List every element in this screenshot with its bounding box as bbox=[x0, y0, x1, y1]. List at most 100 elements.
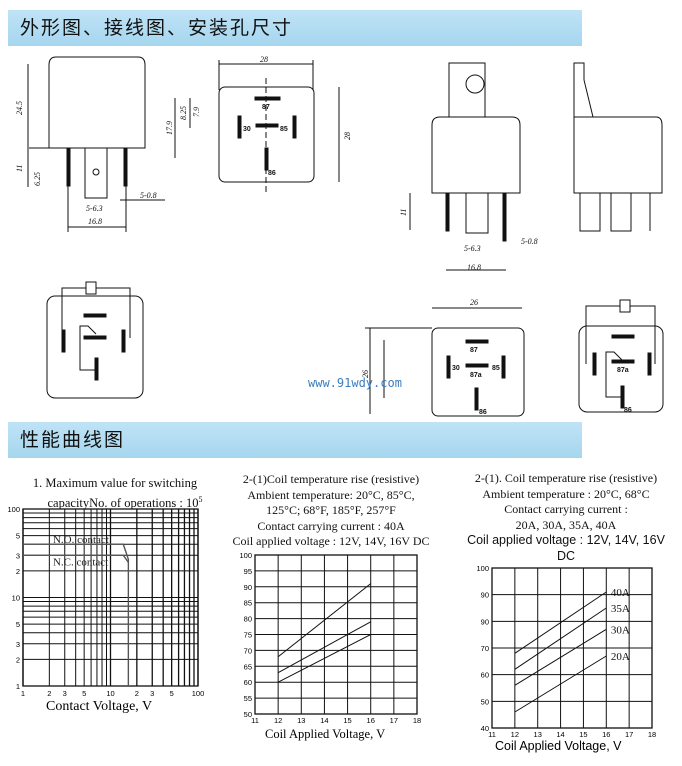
dimension-drawings: 24.5 11 6.25 5-6.3 5-0.8 16.8 28 28 17.9… bbox=[15, 55, 664, 417]
x-tick-label: 11 bbox=[251, 716, 259, 725]
pin-87a-bottom: 87a bbox=[470, 372, 482, 379]
x-tick-label: 3 bbox=[63, 689, 67, 698]
y-tick-label: 65 bbox=[244, 662, 252, 671]
y-tick-label: 90 bbox=[481, 617, 489, 626]
y-tick-label: 3 bbox=[16, 551, 20, 560]
dim-height: 24.5 bbox=[15, 101, 24, 115]
relay-pin-view bbox=[174, 60, 340, 192]
x-tick-label: 14 bbox=[556, 730, 564, 739]
chart-title-line: 125°C; 68°F, 185°F, 257°F bbox=[266, 503, 396, 517]
series-line bbox=[514, 628, 607, 686]
x-tick-label: 15 bbox=[343, 716, 351, 725]
chart3-title: 2-(1). Coil temperature rise (resistive)… bbox=[450, 471, 682, 564]
y-tick-label: 2 bbox=[16, 655, 20, 664]
y-tick-label: 10 bbox=[12, 594, 20, 603]
series-line bbox=[277, 634, 371, 683]
wiring-diagram-right bbox=[578, 299, 664, 413]
dim-v3: 7.9 bbox=[192, 107, 201, 117]
pin-87-bottom: 87 bbox=[470, 347, 478, 354]
series-line bbox=[23, 543, 130, 686]
pin-30-bottom: 30 bbox=[452, 365, 460, 372]
y-tick-label: 55 bbox=[244, 694, 252, 703]
y-tick-label: 90 bbox=[481, 591, 489, 600]
relay-bottom-view bbox=[365, 307, 525, 417]
plot-frame bbox=[22, 508, 199, 687]
y-tick-label: 60 bbox=[244, 678, 252, 687]
y-tick-label: 100 bbox=[7, 505, 20, 514]
chart-title-line: Ambient temperature : 20°C, 68°C bbox=[482, 486, 650, 501]
chart1-subtitle: capacityNo. of operations : 10 bbox=[47, 495, 199, 510]
series-line bbox=[514, 591, 607, 654]
dim-bottom-width: 26 bbox=[470, 298, 478, 307]
y-tick-label: 3 bbox=[16, 640, 20, 649]
dim-mount-pin-span: 16.8 bbox=[467, 263, 481, 272]
x-tick-label: 2 bbox=[135, 689, 139, 698]
x-tick-label: 17 bbox=[625, 730, 633, 739]
dim-pin-length: 11 bbox=[15, 165, 24, 172]
chart1-subtitle-sup: 5 bbox=[198, 494, 203, 504]
x-tick-label: 13 bbox=[534, 730, 542, 739]
pin-85-bottom: 85 bbox=[492, 365, 500, 372]
series-label: N.O. contact bbox=[53, 534, 109, 546]
x-tick-label: 2 bbox=[47, 689, 51, 698]
x-tick-label: 12 bbox=[511, 730, 519, 739]
y-tick-label: 5 bbox=[16, 532, 20, 541]
series-line bbox=[514, 607, 607, 670]
y-tick-label: 100 bbox=[239, 551, 252, 560]
x-tick-label: 18 bbox=[413, 716, 421, 725]
x-tick-label: 15 bbox=[579, 730, 587, 739]
y-tick-label: 60 bbox=[481, 671, 489, 680]
chart1-title-line: 1. Maximum value for switching bbox=[32, 476, 198, 490]
chart-title-line: Contact carrying current : 40A bbox=[257, 518, 405, 533]
pin-87a-wiring: 87a bbox=[617, 367, 629, 374]
dim-mount-pin-width: 5-6.3 bbox=[464, 244, 481, 253]
x-tick-label: 11 bbox=[488, 730, 496, 739]
pin-86-bottom: 86 bbox=[479, 409, 487, 416]
section-header-performance: 性能曲线图 bbox=[8, 422, 582, 458]
chart1-xlabel: Contact Voltage, V bbox=[46, 699, 153, 714]
x-tick-label: 100 bbox=[192, 689, 205, 698]
relay-mount-side-view bbox=[573, 62, 663, 232]
x-tick-label: 16 bbox=[367, 716, 375, 725]
x-tick-label: 13 bbox=[297, 716, 305, 725]
pin-86-wiring: 86 bbox=[624, 407, 632, 414]
dim-pin-offset: 6.25 bbox=[33, 172, 42, 186]
series-label: 40A bbox=[611, 587, 630, 599]
dim-mount-pin-length: 11 bbox=[399, 209, 408, 216]
chart-title-line: Ambient temperature: 20°C, 85°C, bbox=[247, 487, 415, 502]
pin-85: 85 bbox=[280, 126, 288, 133]
dim-mount-pin-thickness: 5-0.8 bbox=[521, 237, 538, 246]
chart-title-line: Coil applied voltage : 12V, 14V, 16V DC bbox=[232, 534, 430, 548]
chart2-xlabel: Coil Applied Voltage, V bbox=[265, 727, 386, 741]
x-tick-label: 3 bbox=[150, 689, 154, 698]
y-tick-label: 100 bbox=[476, 564, 489, 573]
chart-title-line: DC bbox=[556, 548, 576, 563]
series-line bbox=[514, 655, 607, 713]
y-tick-label: 50 bbox=[244, 710, 252, 719]
x-tick-label: 5 bbox=[170, 689, 174, 698]
y-tick-label: 80 bbox=[244, 615, 252, 624]
chart3-xlabel: Coil Applied Voltage, V bbox=[495, 739, 622, 753]
y-tick-label: 70 bbox=[481, 644, 489, 653]
relay-mount-front-view bbox=[409, 62, 521, 271]
dim-pin-width: 5-6.3 bbox=[86, 204, 103, 213]
series-line bbox=[277, 583, 372, 658]
chart-title-line: Coil applied voltage : 12V, 14V, 16V bbox=[467, 533, 665, 547]
x-tick-label: 10 bbox=[106, 689, 114, 698]
x-tick-label: 17 bbox=[390, 716, 398, 725]
series-label: 30A bbox=[611, 624, 630, 636]
x-tick-label: 1 bbox=[21, 689, 25, 698]
series-label: 20A bbox=[611, 651, 630, 663]
chart2-title: 2-(1)Coil temperature rise (resistive)Am… bbox=[220, 472, 442, 550]
x-tick-label: 16 bbox=[602, 730, 610, 739]
pin-87: 87 bbox=[262, 104, 270, 111]
series-label: 35A bbox=[611, 603, 630, 615]
y-tick-label: 75 bbox=[244, 631, 252, 640]
pin-86: 86 bbox=[268, 170, 276, 177]
dim-v2: 8.25 bbox=[179, 106, 188, 120]
y-tick-label: 1 bbox=[16, 682, 20, 691]
chart-title-line: 2-(1)Coil temperature rise (resistive) bbox=[242, 472, 420, 486]
y-tick-label: 5 bbox=[16, 620, 20, 629]
chart-title-line: 20A, 30A, 35A, 40A bbox=[515, 517, 617, 532]
